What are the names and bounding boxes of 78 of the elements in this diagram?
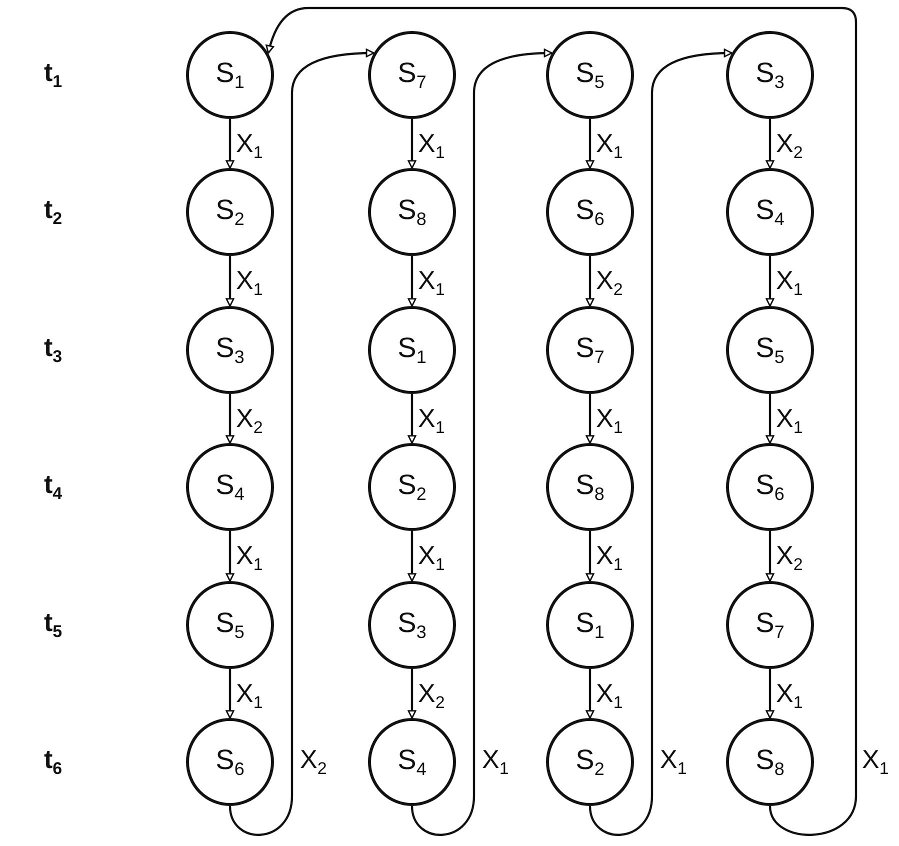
time-label: t$_{6}$ — [44, 744, 62, 779]
edge-label: X$_{1}$ — [418, 540, 445, 575]
edge-label: X$_{2}$ — [776, 540, 803, 575]
edge-label: X$_{1}$ — [776, 265, 803, 300]
edge-label: X$_{1}$ — [418, 402, 445, 438]
edge-label: X$_{1}$ — [236, 678, 263, 712]
state-label: S$_{5}$ — [756, 332, 784, 368]
edge-label: X$_{2}$ — [300, 744, 327, 779]
arrow — [766, 256, 774, 307]
state-label: S$_{6}$ — [216, 744, 244, 780]
arrow — [228, 48, 374, 836]
edge-label: X$_{1}$ — [596, 402, 623, 438]
state-label: S$_{5}$ — [216, 607, 244, 643]
arrow — [586, 669, 594, 719]
arrow — [408, 669, 416, 719]
edge-label: X$_{1}$ — [418, 128, 445, 162]
state-label: S$_{7}$ — [576, 332, 604, 368]
edge-label: X$_{1}$ — [482, 744, 509, 779]
arrow — [766, 669, 774, 719]
state-label: S$_{8}$ — [576, 469, 604, 505]
arrow — [266, 6, 858, 836]
edge-label: X$_{1}$ — [776, 678, 803, 712]
state-label: S$_{7}$ — [756, 607, 784, 643]
arrow — [766, 531, 774, 582]
arrow — [408, 531, 416, 582]
state-label: S$_{8}$ — [398, 194, 426, 230]
edge-label: X$_{1}$ — [862, 744, 889, 779]
state-label: S$_{2}$ — [576, 744, 604, 780]
state-label: S$_{1}$ — [576, 607, 604, 643]
edge-label: X$_{1}$ — [236, 265, 263, 300]
arrow — [226, 119, 234, 169]
arrow — [226, 256, 234, 307]
time-label: t$_{1}$ — [44, 57, 62, 92]
state-label: S$_{3}$ — [398, 607, 426, 643]
arrow — [586, 531, 594, 582]
arrow — [226, 394, 234, 444]
arrow — [408, 256, 416, 307]
time-label: t$_{3}$ — [44, 332, 62, 367]
arrow — [588, 48, 732, 836]
arrow — [586, 119, 594, 169]
state-label: S$_{2}$ — [216, 194, 244, 230]
edge-label: X$_{1}$ — [596, 678, 623, 712]
arrow — [408, 119, 416, 169]
state-label: S$_{4}$ — [216, 469, 244, 505]
edge-label: X$_{1}$ — [596, 540, 623, 575]
arrow — [226, 669, 234, 719]
state-label: S$_{1}$ — [398, 332, 426, 368]
time-label: t$_{2}$ — [44, 194, 62, 229]
state-label: S$_{1}$ — [216, 57, 244, 93]
state-label: S$_{2}$ — [398, 469, 426, 505]
edge-label: X$_{1}$ — [236, 540, 263, 575]
state-label: S$_{5}$ — [576, 57, 604, 93]
state-label: S$_{3}$ — [756, 57, 784, 93]
state-label: S$_{3}$ — [216, 332, 244, 368]
state-label: S$_{4}$ — [756, 194, 784, 230]
arrow — [586, 394, 594, 444]
edge-label: X$_{2}$ — [776, 128, 803, 162]
state-label: S$_{4}$ — [398, 744, 426, 780]
edge-label: X$_{1}$ — [418, 265, 445, 300]
arrow — [586, 256, 594, 307]
time-label: t$_{5}$ — [44, 607, 62, 642]
arrow — [408, 394, 416, 444]
arrow — [766, 119, 774, 169]
time-label: t$_{4}$ — [44, 469, 62, 504]
edge-label: X$_{1}$ — [596, 128, 623, 162]
edge-label: X$_{1}$ — [236, 128, 263, 162]
state-label: S$_{6}$ — [756, 469, 784, 505]
state-label: S$_{6}$ — [576, 194, 604, 230]
state-label: S$_{8}$ — [756, 744, 784, 780]
arrow — [226, 531, 234, 582]
state-label: S$_{7}$ — [398, 57, 426, 93]
edge-label: X$_{2}$ — [236, 402, 263, 438]
edge-label: X$_{1}$ — [776, 402, 803, 438]
arrow — [766, 394, 774, 444]
edge-label: X$_{2}$ — [596, 265, 623, 300]
edge-label: X$_{1}$ — [660, 744, 687, 779]
arrow — [410, 48, 552, 836]
edge-label: X$_{2}$ — [418, 678, 445, 712]
